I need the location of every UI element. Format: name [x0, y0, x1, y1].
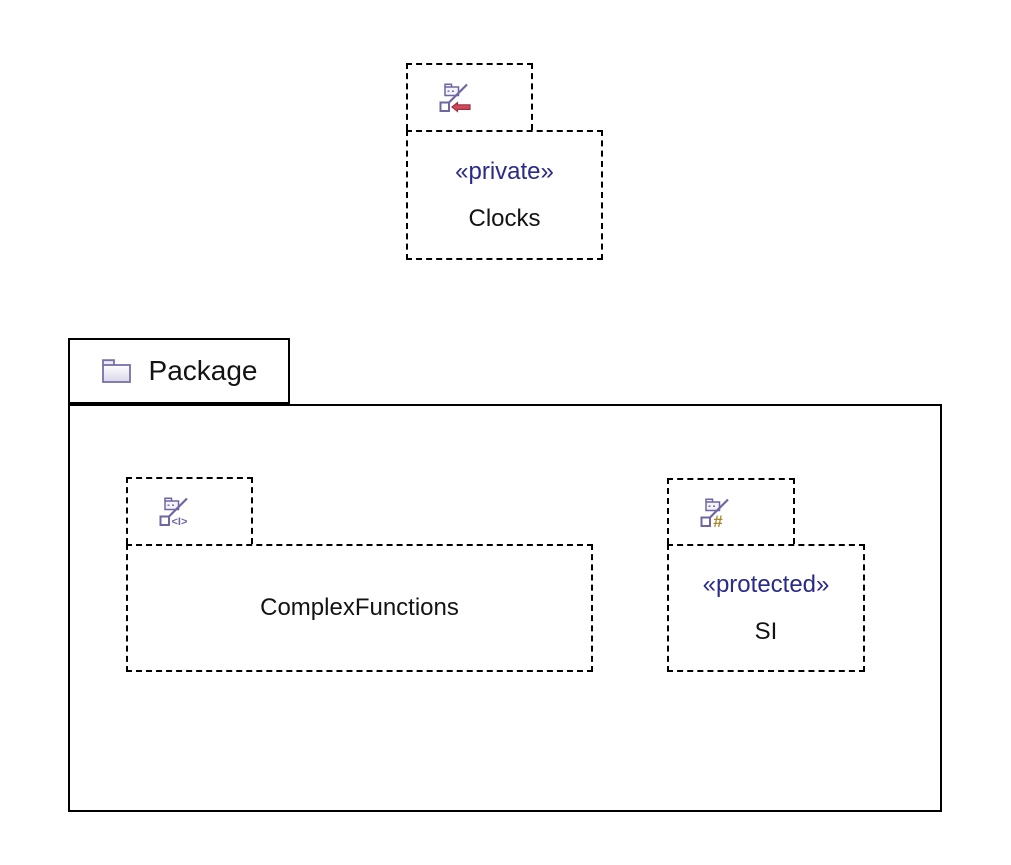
package-complexfunctions-tab[interactable]: <I> [126, 477, 253, 544]
package-name: Clocks [468, 204, 541, 232]
package-import-protected-icon: # [700, 498, 729, 528]
package-name: ComplexFunctions [260, 594, 459, 621]
package-outer-tab[interactable]: Package [68, 338, 290, 404]
package-complexfunctions-body[interactable]: ComplexFunctions [126, 544, 593, 672]
stereotype-label: «private» [455, 157, 554, 185]
public-import-glyph: <I> [172, 516, 188, 527]
package-clocks-body[interactable]: «private» Clocks [406, 130, 603, 260]
protected-import-glyph: # [713, 512, 723, 528]
package-si-body[interactable]: «protected» SI [667, 544, 865, 672]
package-si-tab[interactable]: # [667, 478, 795, 544]
package-import-private-icon [439, 83, 471, 113]
package-outer-body[interactable]: <I> ComplexFunctions # «protected» SI [68, 404, 942, 812]
stereotype-label: «protected» [702, 570, 830, 598]
private-arrow-glyph [451, 101, 471, 113]
package-import-public-icon: <I> [159, 497, 188, 527]
package-name: Package [148, 355, 258, 386]
package-clocks-tab[interactable] [406, 63, 533, 130]
package-name: SI [754, 617, 778, 645]
folder-icon [101, 359, 131, 383]
